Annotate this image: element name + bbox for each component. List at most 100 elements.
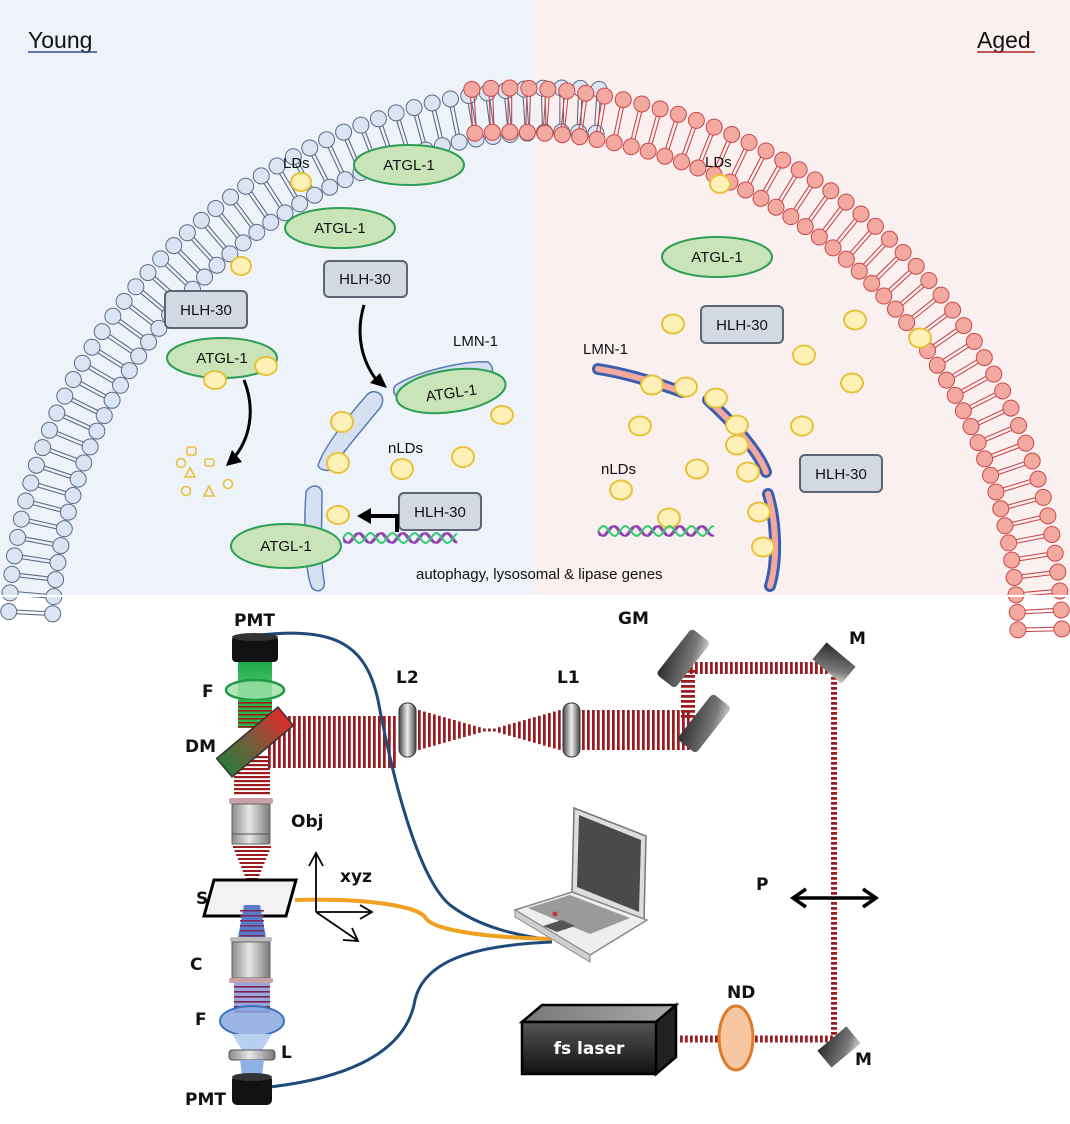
phospholipid bbox=[982, 452, 1041, 484]
beam-dash bbox=[815, 662, 818, 674]
beam-dash bbox=[831, 722, 837, 725]
dna-strand bbox=[597, 524, 715, 538]
beam-dash bbox=[681, 685, 695, 688]
phospholipid bbox=[588, 87, 614, 149]
beam-dash bbox=[592, 710, 595, 750]
hlh30-box: HLH-30 bbox=[398, 492, 482, 531]
beam-dash bbox=[831, 807, 837, 810]
phospholipid bbox=[898, 286, 950, 332]
beam-dash bbox=[368, 716, 371, 768]
aged-lmn1-label: LMN-1 bbox=[583, 341, 628, 358]
beam-dash bbox=[293, 716, 296, 768]
polarizer-arrow bbox=[789, 887, 880, 909]
beam-dash bbox=[780, 662, 783, 674]
phospholipid bbox=[104, 307, 158, 351]
lipid-droplet bbox=[790, 415, 814, 437]
filter-top bbox=[224, 678, 286, 702]
lipid-droplet bbox=[908, 327, 932, 349]
fs-laser: fs laser bbox=[518, 1002, 680, 1077]
condenser-lens bbox=[229, 937, 273, 983]
beam-dash bbox=[831, 932, 837, 935]
beam-dash bbox=[503, 725, 506, 735]
beam-dash bbox=[710, 662, 713, 674]
lipid-droplet bbox=[725, 434, 749, 456]
beam-dash bbox=[815, 1035, 818, 1043]
beam-dash bbox=[831, 977, 837, 980]
beam-dash bbox=[831, 892, 837, 895]
phospholipid bbox=[689, 118, 723, 177]
transcription-arrow bbox=[370, 514, 399, 532]
beam-dash bbox=[313, 716, 316, 768]
beam-dash bbox=[810, 1035, 813, 1043]
atgl1-protein: ATGL-1 bbox=[353, 144, 465, 186]
beam-dash bbox=[303, 716, 306, 768]
beam-dash bbox=[681, 680, 695, 683]
lipolysis-arrow bbox=[230, 379, 252, 462]
pmt-bottom-detector bbox=[232, 1073, 272, 1105]
beam-dash bbox=[695, 1035, 698, 1043]
beam-dash bbox=[831, 677, 837, 680]
beam-dash bbox=[238, 718, 272, 720]
phospholipid bbox=[946, 365, 1003, 404]
beam-dash bbox=[705, 662, 708, 674]
beam-dash bbox=[373, 716, 376, 768]
svg-text:ATGL-1: ATGL-1 bbox=[425, 381, 478, 405]
beam-dash bbox=[820, 1035, 823, 1043]
phospholipid bbox=[48, 404, 106, 440]
nuclear-lipid-droplet bbox=[390, 458, 414, 480]
phospholipid bbox=[237, 177, 280, 231]
filter-bottom-label: F bbox=[195, 1010, 207, 1030]
beam-dash bbox=[831, 887, 837, 890]
laser-beam-path bbox=[234, 662, 837, 1043]
beam-dash bbox=[700, 1035, 703, 1043]
lipid-droplet bbox=[843, 309, 867, 331]
svg-text:HLH-30: HLH-30 bbox=[815, 466, 867, 483]
beam-dash bbox=[831, 697, 837, 700]
beam-dash bbox=[790, 1035, 793, 1043]
light-cone bbox=[232, 1034, 272, 1050]
condenser-label: C bbox=[190, 955, 202, 975]
beam-dash bbox=[498, 727, 501, 733]
young-nlds-label: nLDs bbox=[388, 440, 423, 457]
dna-strand bbox=[342, 531, 458, 545]
beam-dash bbox=[831, 837, 837, 840]
beam-dash bbox=[438, 715, 441, 745]
young-title: Young bbox=[28, 27, 92, 53]
beam-dash bbox=[582, 710, 585, 750]
phospholipid bbox=[976, 434, 1035, 468]
phospholipid bbox=[954, 382, 1012, 420]
beam-dash bbox=[234, 991, 270, 993]
phospholipid bbox=[268, 157, 309, 213]
beam-dash bbox=[831, 922, 837, 925]
beam-dash bbox=[468, 724, 471, 736]
beam-dash bbox=[831, 802, 837, 805]
beam-dash bbox=[682, 710, 685, 750]
beam-dash bbox=[378, 716, 381, 768]
dna-strand bbox=[342, 531, 458, 545]
aged-title: Aged bbox=[977, 27, 1031, 53]
phospholipid bbox=[992, 488, 1052, 518]
phospholipid bbox=[17, 492, 77, 521]
beam-dash bbox=[662, 710, 665, 750]
beam-dash bbox=[681, 695, 695, 698]
phospholipid bbox=[1007, 582, 1069, 604]
dna-helix bbox=[597, 524, 715, 538]
beam-dash bbox=[780, 1035, 783, 1043]
beam-dash bbox=[607, 710, 610, 750]
beam-dash bbox=[681, 700, 695, 703]
obj-label: Obj bbox=[291, 812, 323, 832]
beam-dash bbox=[825, 1035, 828, 1043]
phospholipid bbox=[56, 387, 113, 425]
m-bottom-label: M bbox=[855, 1050, 872, 1070]
beam-dash bbox=[800, 1035, 803, 1043]
phospholipid bbox=[192, 211, 239, 263]
beam-dash bbox=[523, 720, 526, 740]
beam-dash bbox=[587, 710, 590, 750]
beam-dash bbox=[238, 714, 272, 716]
beam-dash bbox=[234, 784, 270, 787]
beam-dash bbox=[831, 877, 837, 880]
phospholipid bbox=[639, 100, 669, 160]
beam-dash bbox=[423, 711, 426, 749]
beam-dash bbox=[755, 1035, 758, 1043]
